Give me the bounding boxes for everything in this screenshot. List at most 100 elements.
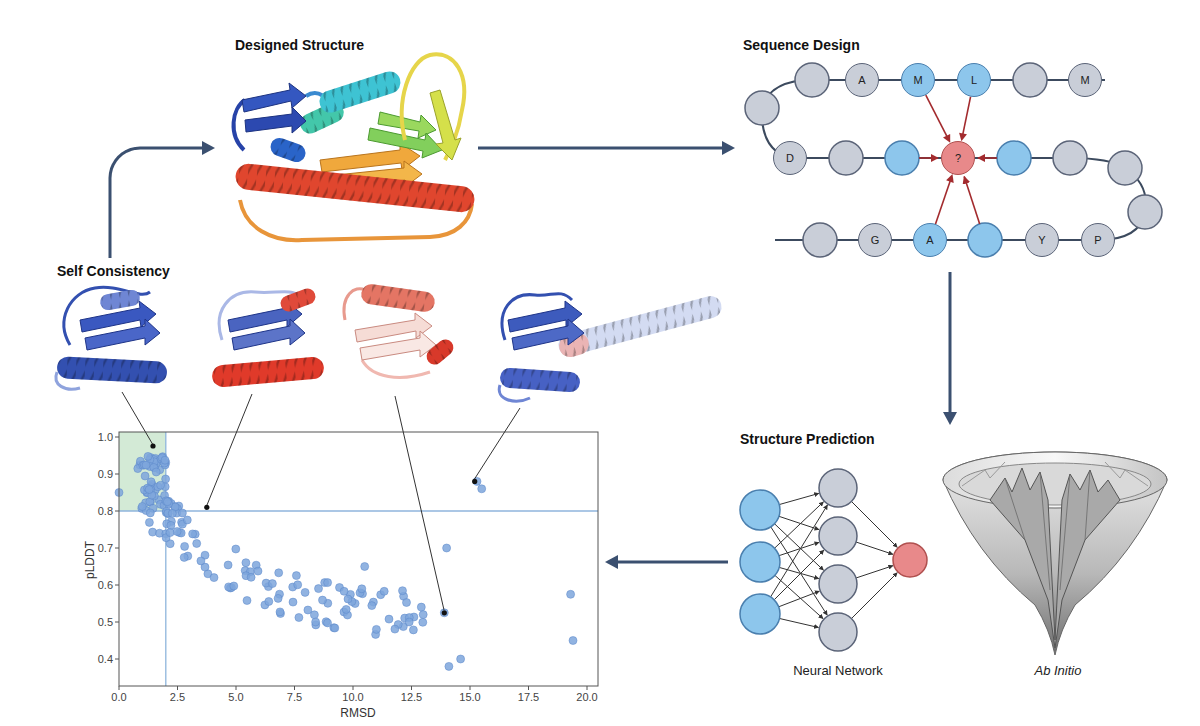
scatter-plot: [380, 587, 388, 595]
scatter-plot: [409, 626, 417, 634]
neural-network: [740, 490, 780, 530]
protein-cartoon: [234, 163, 475, 214]
residue-circle: G: [858, 223, 892, 257]
residue-circle: M: [901, 63, 935, 97]
highlight-dot: [442, 610, 447, 615]
scatter-plot: [115, 585, 119, 586]
scatter-plot: [119, 432, 598, 686]
residue-letter: L: [971, 74, 977, 86]
neural-network: [856, 542, 893, 554]
sequence-chain: [1053, 141, 1087, 175]
flow-connector: [936, 174, 954, 224]
connector-line: [949, 272, 952, 416]
scatter-plot: [146, 509, 154, 517]
scatter-plot: [152, 468, 160, 476]
scatter-plot: [315, 585, 323, 593]
scatter-plot: [145, 518, 153, 526]
scatter-plot: [247, 573, 255, 581]
tick-label: 17.5: [518, 691, 539, 703]
protein-cartoon: [278, 286, 317, 313]
flow-connector: [605, 555, 728, 569]
stage-heading: Structure Prediction: [740, 431, 875, 447]
energy-funnel: [943, 452, 1167, 655]
stage-panel: Structure Prediction: [728, 425, 1175, 690]
sequence-chain: [885, 141, 1031, 257]
scatter-plot: [115, 432, 598, 690]
scatter-plot: [141, 472, 149, 480]
sequence-chain: [968, 223, 1002, 257]
neural-network: [893, 543, 927, 577]
neural-network: [851, 501, 897, 547]
scatter-plot: [445, 662, 453, 670]
residue-letter: M: [1080, 74, 1089, 86]
scatter-plot: [399, 587, 407, 595]
protein-cartoon: [360, 283, 436, 313]
stage-panel: Self Consistency: [40, 258, 605, 718]
sequence-chain: [762, 80, 1146, 240]
protein-cartoon: [360, 331, 436, 360]
protein-cartoon: [317, 69, 404, 116]
scatter-plot: [294, 581, 302, 589]
scatter-plot: [161, 456, 169, 464]
flow-connector: [959, 97, 970, 142]
leader-line: [475, 408, 521, 479]
energy-funnel: [943, 452, 1167, 508]
connector-line: [926, 95, 948, 138]
protein-cartoon: [245, 107, 306, 133]
stage-panel: Designed Structure: [215, 30, 478, 252]
scatter-plot: [368, 602, 376, 610]
arrow-head: [722, 141, 735, 155]
arrow-head: [943, 134, 950, 143]
connector-line: [614, 561, 728, 564]
scatter-plot: [138, 503, 146, 511]
scatter-plot: [528, 686, 529, 690]
arrow-head: [202, 141, 215, 155]
scatter-plot: [294, 686, 295, 690]
scatter-plot: [340, 587, 348, 595]
arrow-head: [943, 412, 957, 425]
scatter-plot: [457, 655, 465, 663]
scatter-plot: [232, 545, 240, 553]
protein-cartoon: [85, 319, 160, 350]
scatter-plot: [189, 530, 197, 538]
neural-network: [819, 469, 857, 651]
tick-label: 0.7: [98, 542, 113, 554]
scatter-plot: [440, 609, 448, 617]
protein-cartoon: [499, 367, 580, 393]
protein-cartoon: [423, 336, 456, 368]
scatter-plot: [567, 590, 575, 598]
scatter-plot: [391, 625, 399, 633]
scatter-plot: [119, 432, 598, 686]
scatter-plot: [163, 498, 171, 506]
tick-label: 0.0: [111, 691, 126, 703]
flow-connector: [926, 95, 950, 143]
connector-line: [963, 97, 971, 136]
protein-cartoon: [360, 283, 436, 313]
sequence-chain: [997, 141, 1031, 175]
axis-title: RMSD: [340, 706, 375, 720]
residue-letter: Y: [1038, 234, 1045, 246]
neural-network: [819, 613, 857, 651]
scatter-plot: [230, 582, 238, 590]
residue-letter: A: [858, 74, 865, 86]
sequence-chain: [745, 63, 1162, 257]
sequence-chain: [1108, 151, 1142, 185]
tick-label: 0.8: [98, 505, 113, 517]
neural-network: [779, 591, 820, 607]
protein-cartoon: [234, 163, 475, 214]
scatter-plot: [165, 432, 166, 686]
tick-label: 0.6: [98, 579, 113, 591]
protein-cartoon: [430, 90, 461, 160]
residue-letter: P: [1094, 234, 1101, 246]
scatter-plot: [274, 594, 282, 602]
sequence-chain: [829, 141, 863, 175]
sequence-chain: [795, 63, 829, 97]
scatter-plot: [115, 548, 119, 549]
scatter-plot: [115, 622, 119, 623]
neural-network: [779, 542, 819, 555]
protein-cartoon: [56, 356, 167, 384]
scatter-plot: [177, 686, 178, 690]
sequence-chain: [919, 157, 938, 159]
